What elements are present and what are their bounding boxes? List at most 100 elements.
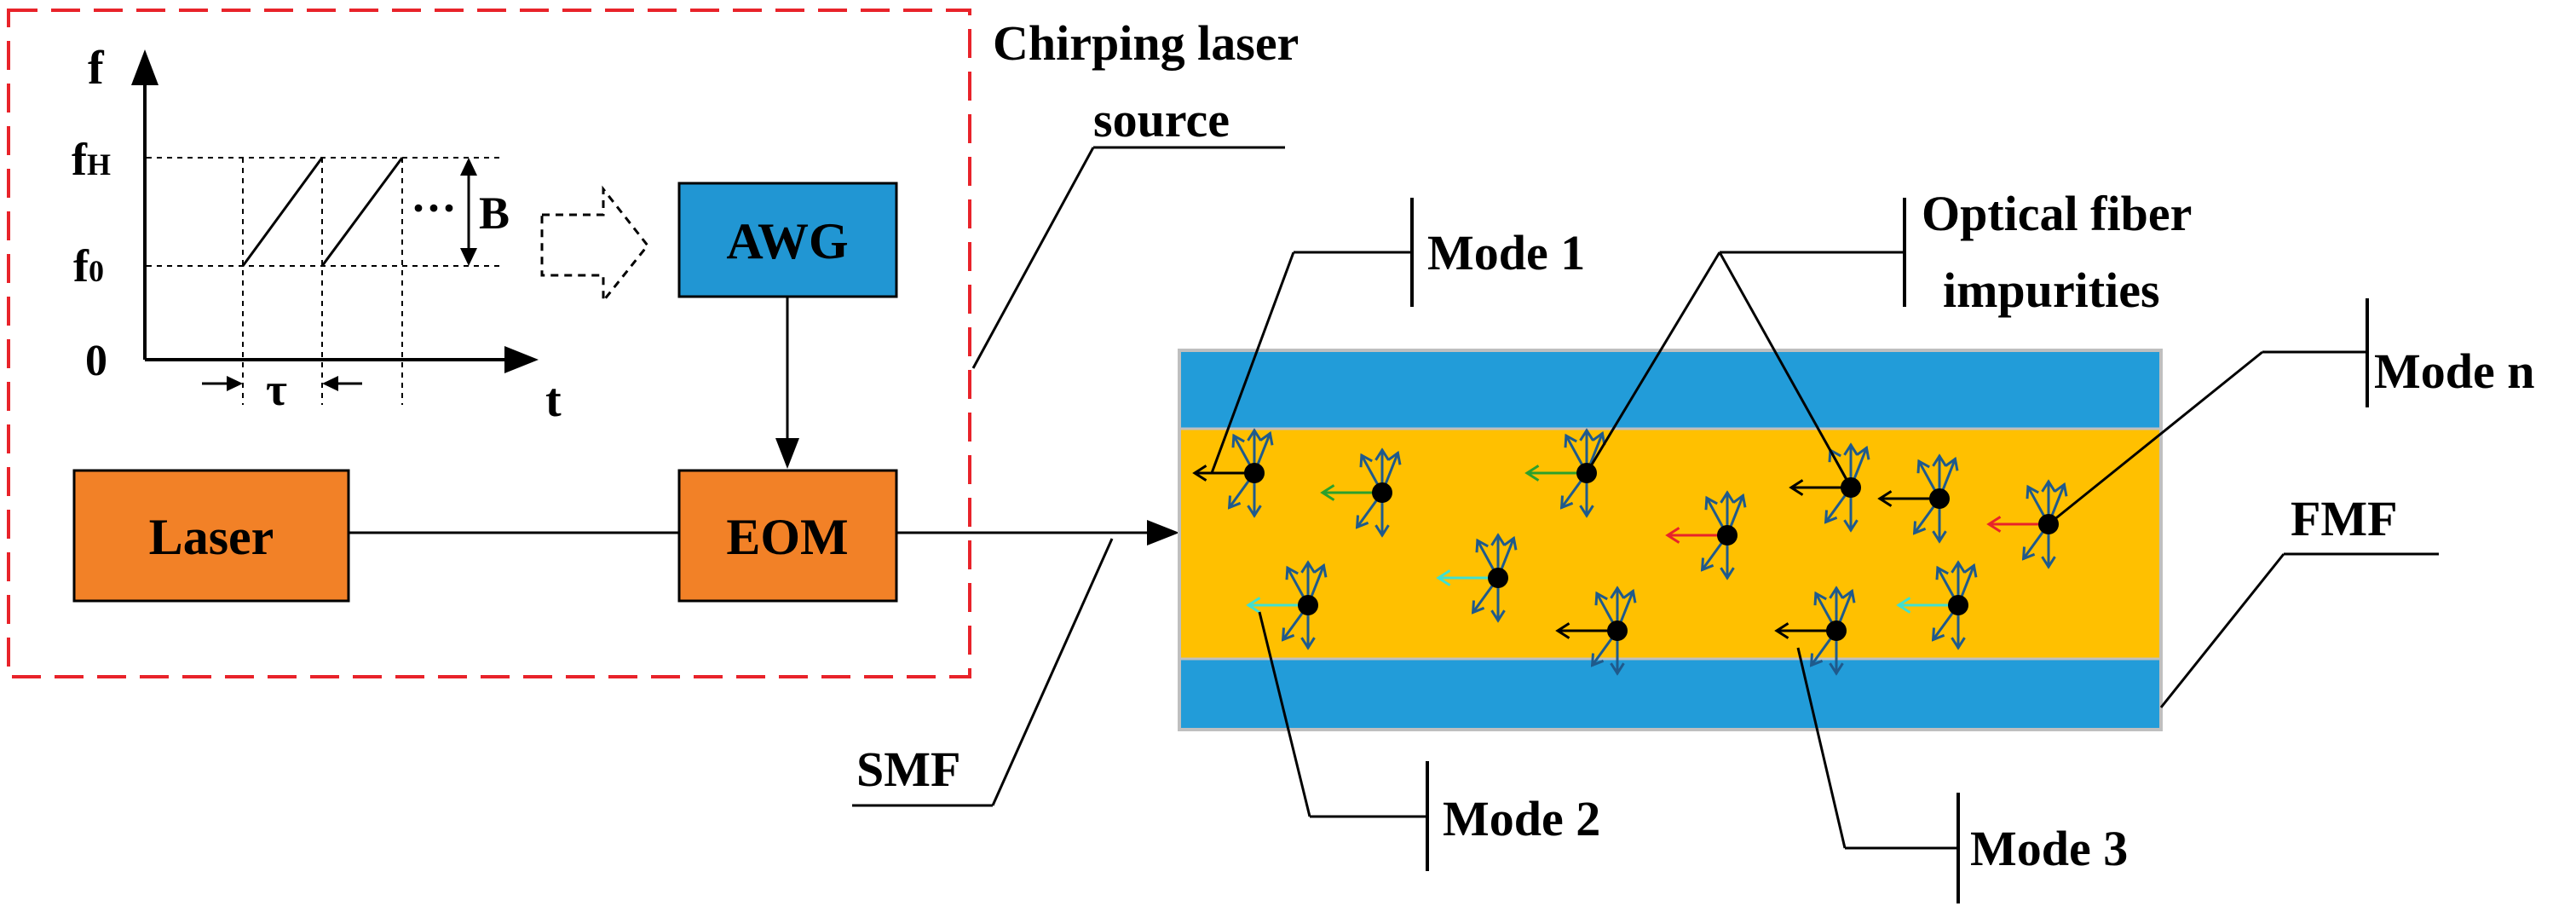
polarization-arrowhead	[1231, 433, 1245, 448]
moden-label: Mode n	[2374, 343, 2535, 399]
f0-label: f0	[73, 240, 104, 291]
mode-arrowhead	[1192, 465, 1207, 482]
f0-subscript: 0	[89, 254, 104, 288]
polarization-arrowhead	[1227, 495, 1242, 510]
polarization-arrowhead	[1475, 538, 1489, 553]
chirping-source-frame	[7, 9, 971, 678]
scatterer-8	[1246, 560, 1328, 650]
polarization-arrowhead	[1720, 490, 1735, 504]
polarization-arrowhead	[1579, 505, 1594, 518]
chirp-ramp-1	[241, 157, 324, 267]
scatterer-1	[1192, 428, 1274, 518]
polarization-arrowhead	[1843, 442, 1859, 456]
impurities-label-line2: impurities	[1943, 263, 2160, 318]
mode-arrowhead	[1665, 527, 1680, 544]
y-axis-label: f	[88, 42, 105, 95]
tau-arrow-right-head	[322, 376, 338, 391]
polarization-arrowhead	[1559, 495, 1574, 510]
polarization-arrowhead	[1829, 586, 1844, 599]
mode-arrowhead	[1896, 597, 1911, 614]
smf-leader	[991, 538, 1114, 806]
impurity-dot	[1607, 621, 1628, 641]
fmf-label: FMF	[2291, 491, 2398, 546]
polarization-arrowhead	[1622, 588, 1637, 603]
polarization-arrowhead	[1610, 586, 1625, 599]
polarization-arrowhead	[1824, 510, 1838, 524]
polarization-arrowhead	[1359, 453, 1373, 468]
ellipsis-label: ···	[411, 182, 457, 234]
impurity-dot	[1826, 621, 1847, 641]
impurities-leader-b	[1718, 251, 1851, 485]
awg-to-eom-arrowhead	[775, 438, 799, 469]
scatterer-4	[1665, 490, 1747, 580]
origin-label: 0	[85, 337, 107, 385]
mode1-leader-d	[1210, 251, 1295, 474]
impurity-dot	[1372, 482, 1392, 503]
fiber-core	[1181, 429, 2159, 659]
polarization-arrowhead	[2041, 479, 2056, 493]
impurity-dot	[1298, 595, 1318, 615]
bandwidth-label: B	[479, 188, 510, 239]
polarization-arrowhead	[2021, 546, 2036, 561]
scatterer-9	[1436, 533, 1518, 623]
polarization-arrowhead	[1579, 428, 1594, 442]
few-mode-fiber	[1178, 349, 2163, 731]
polarization-arrowhead	[1732, 493, 1747, 508]
polarization-arrowhead	[1247, 428, 1262, 442]
polarization-arrowhead	[1963, 563, 1978, 578]
mode2-leader-d	[1258, 611, 1311, 817]
x-axis-label: t	[545, 374, 562, 427]
chirp-plot: f t 0 fH f0 B τ ···	[72, 42, 562, 427]
mode3-leader-d	[1796, 647, 1847, 849]
tau-arrow-left-head	[227, 376, 243, 391]
polarization-arrowhead	[1355, 515, 1369, 529]
x-axis-arrowhead	[504, 346, 539, 373]
mode-arrowhead	[1774, 622, 1789, 639]
fmf-leader	[2159, 553, 2285, 708]
chirping-source-title-line2: source	[1093, 92, 1230, 147]
polarization-arrowhead	[1300, 637, 1316, 650]
fh-subscript: H	[87, 147, 111, 182]
mode-arrowhead	[1555, 622, 1570, 639]
fh-label: fH	[72, 134, 111, 185]
impurities-leader-a	[1585, 251, 1721, 474]
chirping-source-leader	[971, 147, 1095, 369]
mode-arrowhead	[1986, 516, 2002, 533]
eom-box	[677, 469, 898, 603]
polarization-arrowhead	[1841, 588, 1856, 603]
mode-arrowhead	[1789, 479, 1804, 496]
impurity-dot	[1841, 477, 1861, 498]
impurity-dot	[1244, 463, 1265, 483]
polarization-arrowhead	[1490, 609, 1506, 623]
polarization-arrowhead	[1856, 445, 1870, 460]
polarization-arrowhead	[1471, 600, 1485, 615]
awg-label: AWG	[726, 213, 848, 269]
polarization-arrowhead	[1843, 519, 1859, 533]
impurities-label-line1: Optical fiber	[1922, 186, 2192, 241]
awg-box	[677, 182, 898, 298]
polarization-arrowhead	[1590, 653, 1605, 667]
scatterer-10	[1555, 586, 1637, 676]
bandwidth-arrow-top	[460, 158, 477, 176]
chirping-source-title-line1: Chirping laser	[993, 15, 1299, 71]
polarization-arrowhead	[2026, 484, 2039, 499]
polarization-arrowhead	[1285, 565, 1299, 580]
polarization-arrowhead	[1916, 459, 1930, 474]
polarization-arrowhead	[1594, 591, 1608, 606]
polarization-arrowhead	[1313, 563, 1328, 578]
polarization-arrowhead	[1700, 557, 1714, 572]
polarization-arrowhead	[1932, 530, 1947, 544]
polarization-arrowhead	[1247, 505, 1262, 518]
polarization-arrowhead	[1931, 627, 1945, 642]
impurity-dot	[1929, 488, 1950, 509]
polarization-arrowhead	[1503, 535, 1518, 551]
eom-to-fiber-arrowhead	[1147, 520, 1179, 545]
laser-box	[72, 469, 350, 603]
mode-arrowhead	[1436, 569, 1451, 586]
polarization-arrowhead	[1281, 627, 1295, 642]
impurity-dot	[1948, 595, 1968, 615]
laser-label: Laser	[149, 509, 274, 565]
polarization-arrowhead	[1945, 456, 1959, 471]
polarization-arrowhead	[1610, 662, 1625, 676]
